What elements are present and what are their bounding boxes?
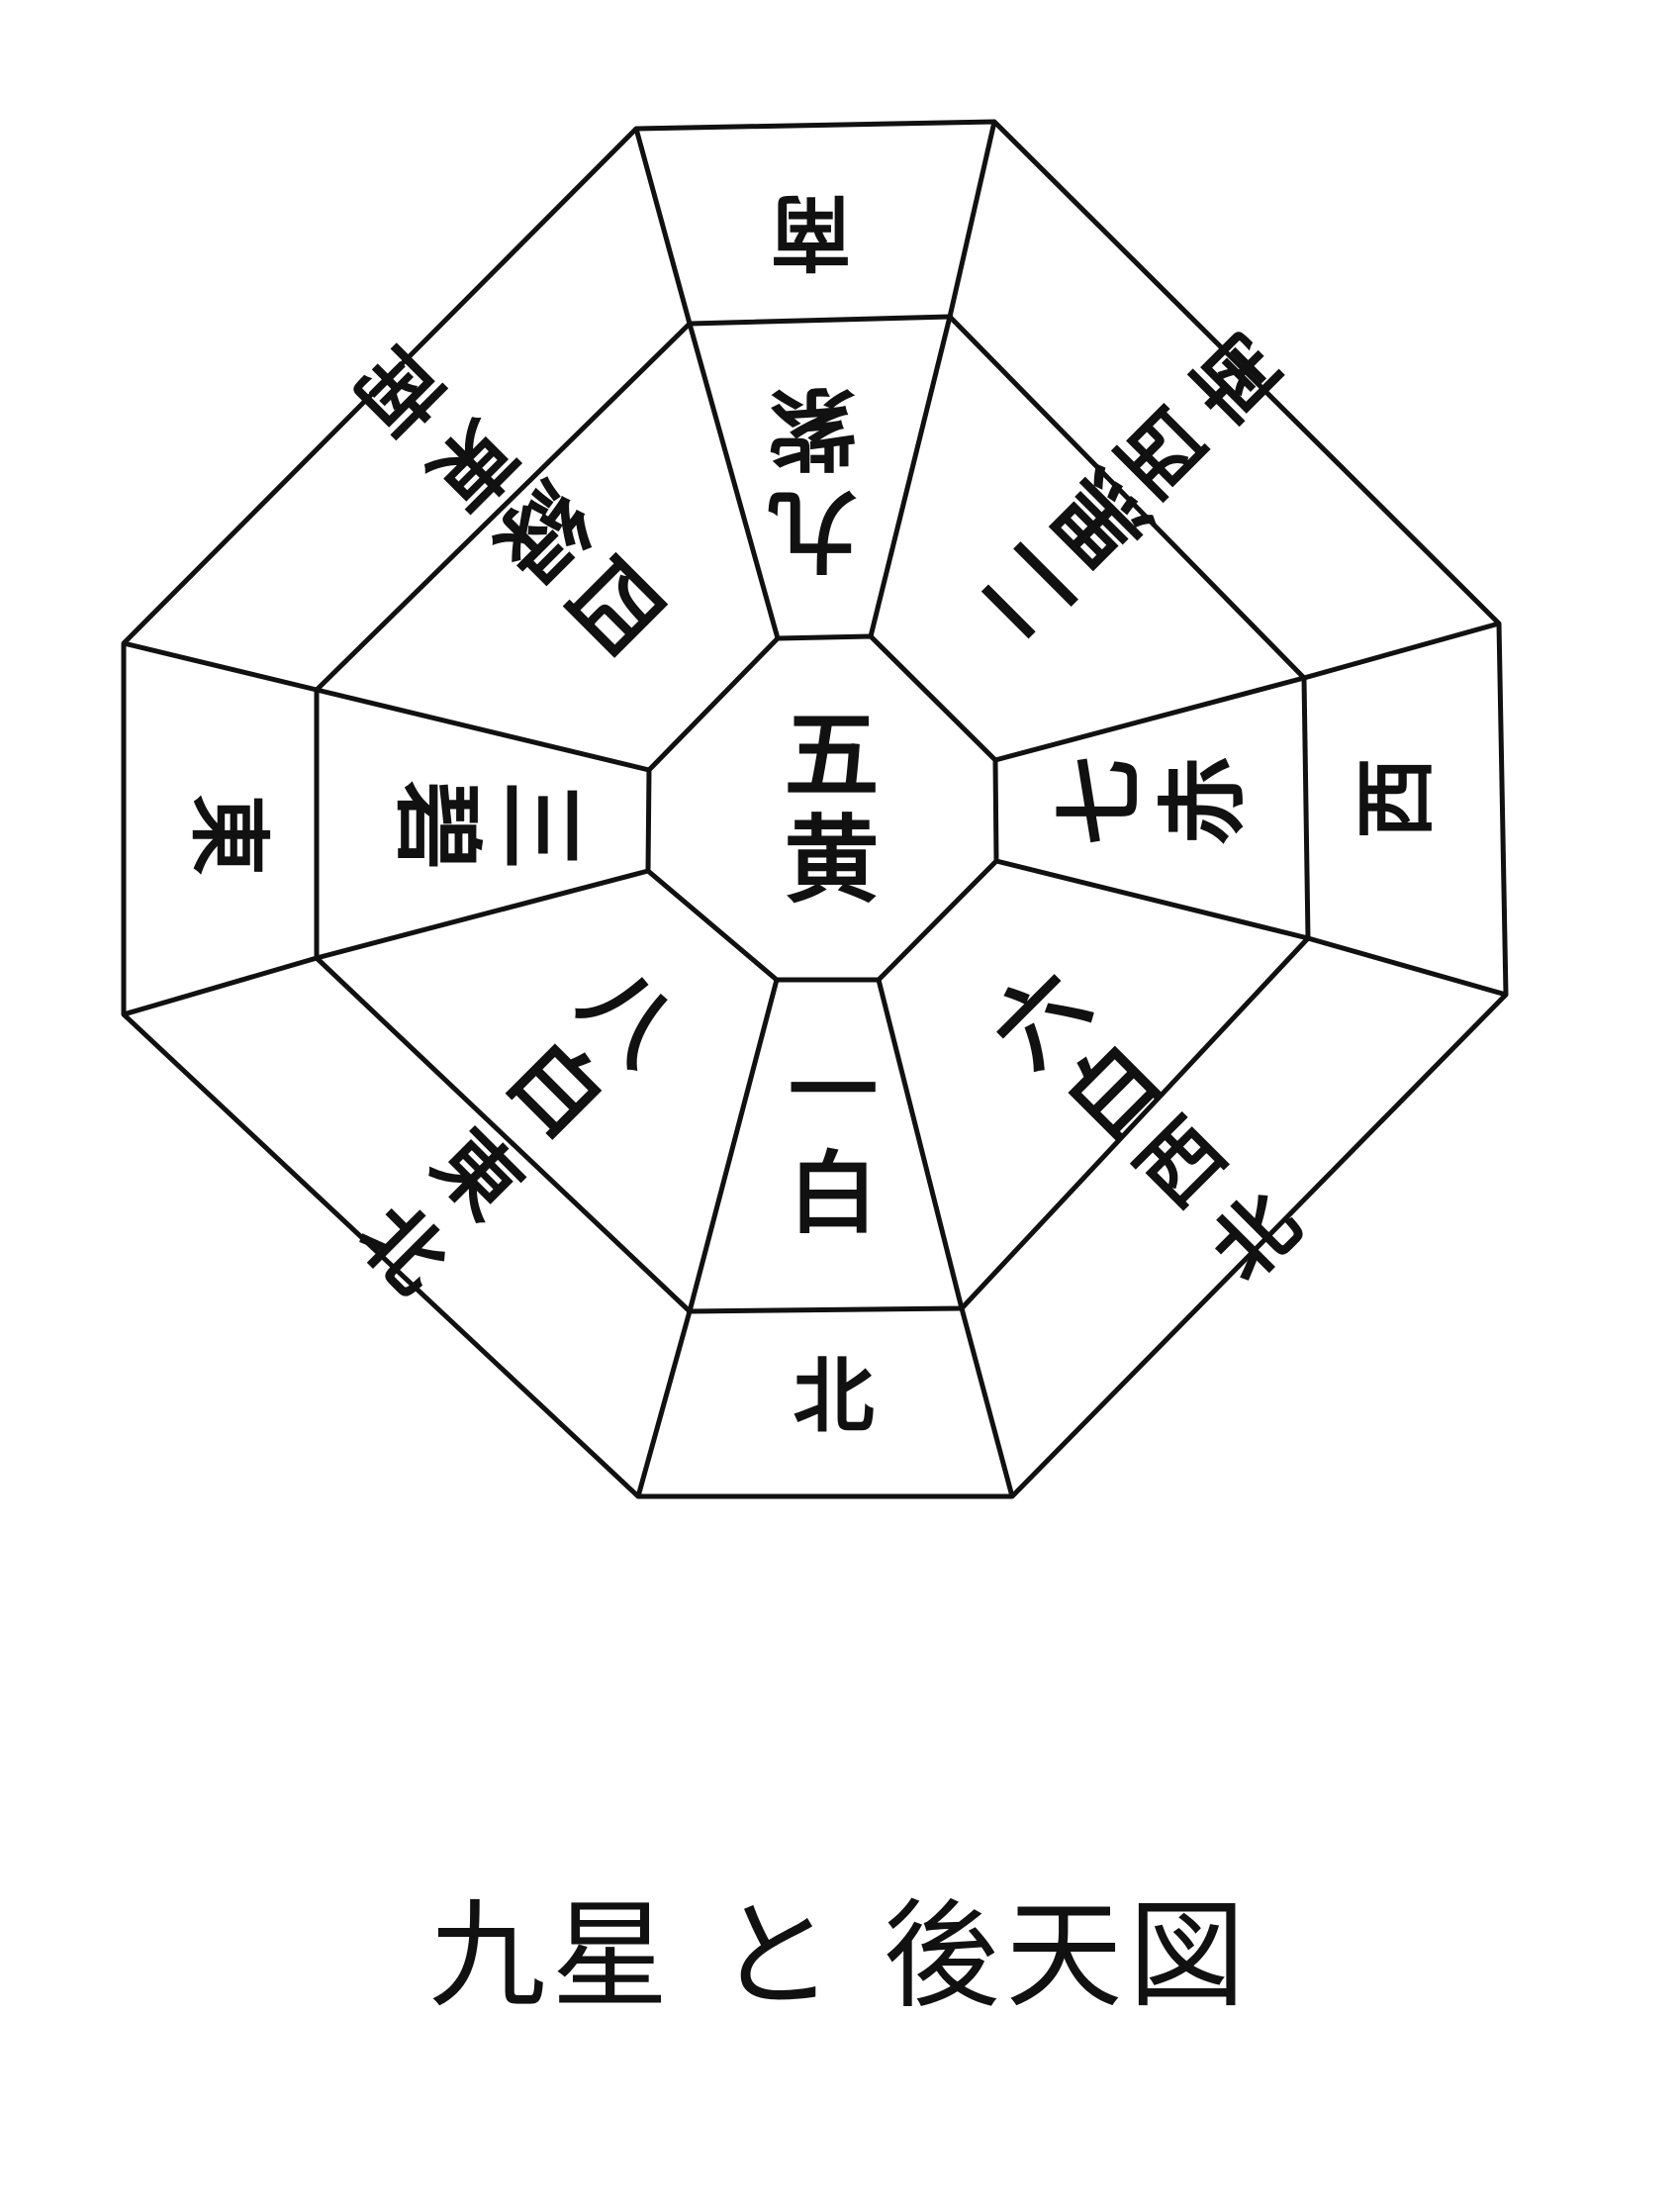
- spoke: [635, 1310, 693, 1497]
- spoke: [316, 687, 650, 773]
- direction-label-south: 南: [772, 170, 866, 275]
- spoke: [995, 858, 1309, 941]
- star-label-south: 九紫: [769, 372, 873, 578]
- spoke: [1307, 935, 1507, 998]
- center-star-label: 五黄: [768, 705, 879, 914]
- nine-star-octagon-diagram: [121, 119, 1509, 1499]
- spoke: [994, 675, 1305, 763]
- spoke: [123, 955, 318, 1017]
- direction-label-west: 西: [1353, 759, 1457, 853]
- spoke: [947, 121, 997, 318]
- direction-label-north: 北: [779, 1353, 873, 1458]
- diagram-caption: 九星 と 後天図: [428, 1887, 1252, 2024]
- spoke: [123, 640, 318, 693]
- direction-label-east: 東: [167, 780, 272, 874]
- spoke: [633, 128, 693, 325]
- star-label-north: 一白: [773, 1043, 877, 1249]
- star-label-east: 三碧: [382, 765, 588, 869]
- spoke: [1303, 621, 1500, 681]
- star-label-west: 七赤: [1053, 757, 1259, 861]
- spoke: [316, 868, 649, 961]
- spoke: [687, 979, 780, 1312]
- spoke: [959, 1307, 1015, 1497]
- spoke: [868, 316, 953, 637]
- spoke: [876, 979, 965, 1309]
- spoke: [687, 323, 781, 639]
